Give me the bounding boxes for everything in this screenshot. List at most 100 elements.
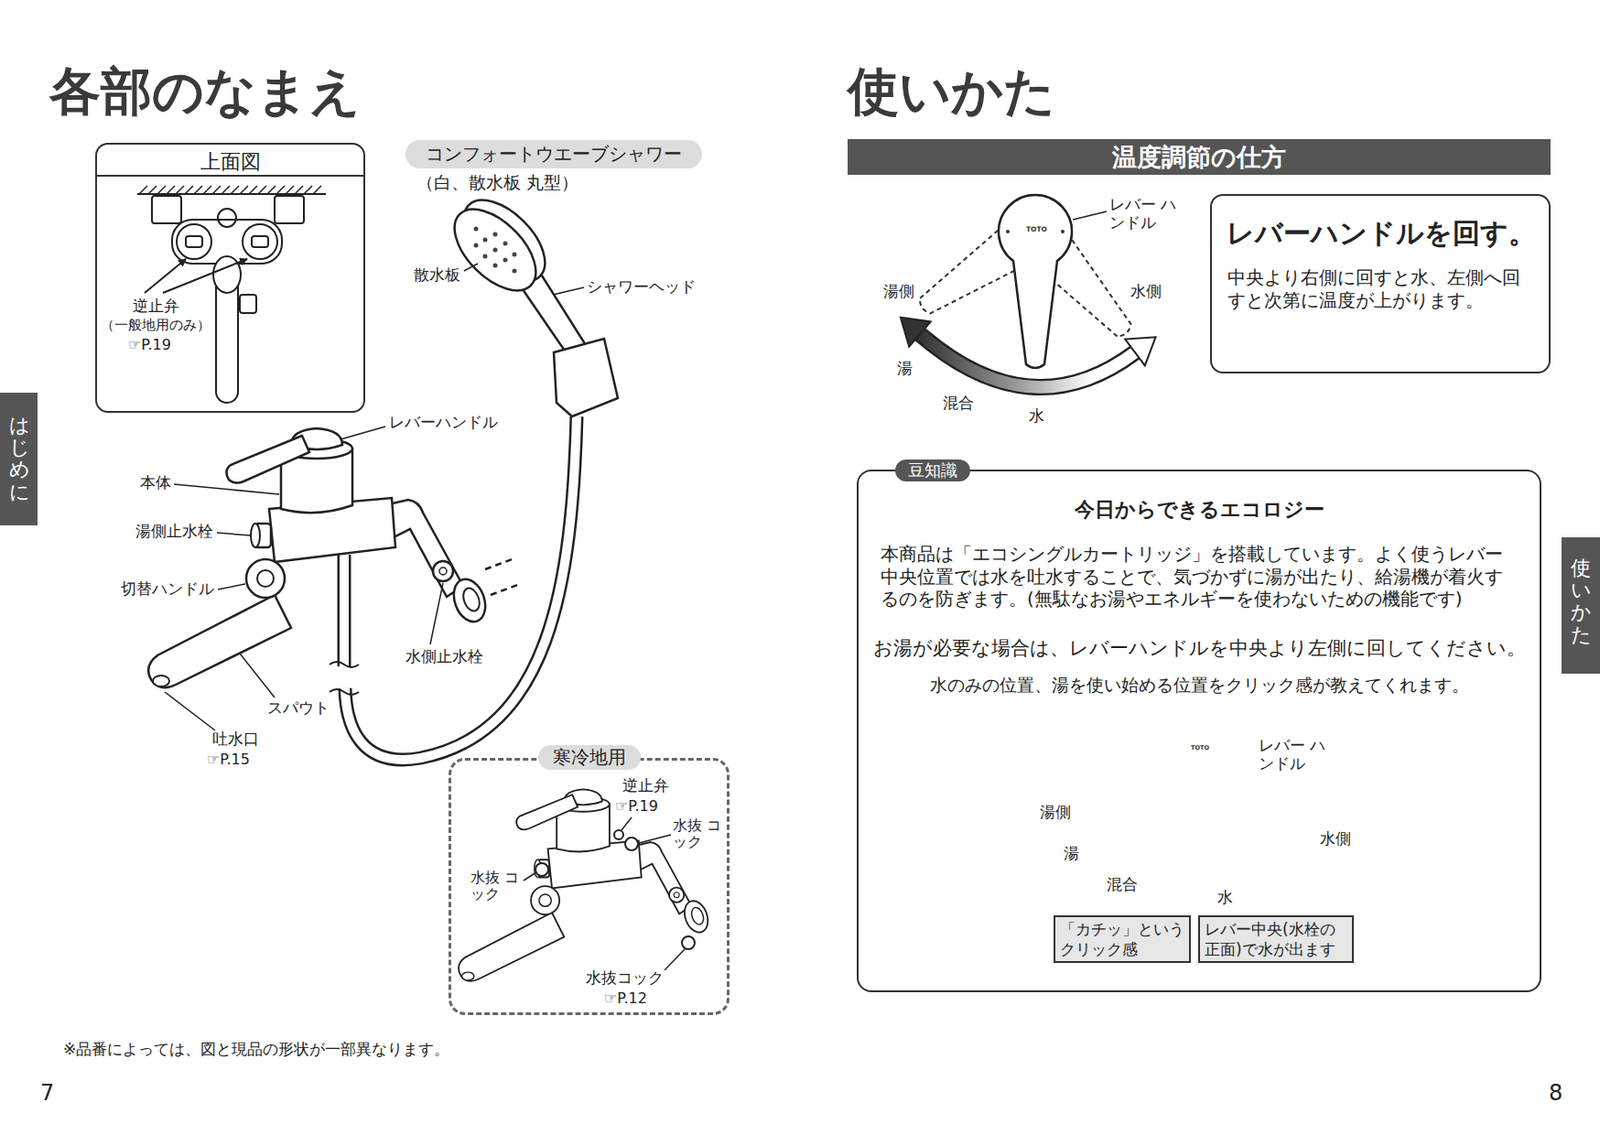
part-label: 湯側止水栓 — [135, 521, 214, 541]
tip-heading: 今日からできるエコロジー — [858, 497, 1540, 523]
shower-drawing — [440, 194, 551, 305]
lever-diagram-upper — [1072, 211, 1107, 220]
lever-diagram-upper — [1060, 229, 1065, 234]
leader-lines — [430, 583, 444, 645]
part-label: 水抜コック — [585, 968, 664, 987]
part-label: スパウト — [267, 698, 330, 717]
top-view — [239, 294, 257, 314]
page-number: 8 — [1548, 1080, 1563, 1107]
shower-drawing — [474, 227, 479, 232]
brand-logo: TOTO — [1026, 225, 1048, 234]
leader-lines — [173, 484, 280, 495]
direction-label: 水側 — [1319, 829, 1352, 848]
leader-lines — [552, 287, 584, 295]
range-label: 混合 — [942, 393, 974, 412]
shower-drawing — [503, 258, 509, 263]
tip-note: 水のみの位置、湯を使い始める位置をクリック感が教えてくれます。 — [858, 674, 1540, 697]
shower-drawing — [483, 237, 488, 243]
section-tab: 使いかた — [1561, 537, 1600, 674]
range-label: 水 — [1028, 406, 1045, 425]
page-number: 7 — [40, 1080, 55, 1107]
leader-lines — [523, 872, 537, 881]
spec-note: （白、散水板 丸型） — [416, 172, 579, 194]
page-title: 各部のなまえ — [49, 60, 361, 122]
shower-drawing — [493, 232, 498, 238]
lever-diagram-upper — [998, 194, 1072, 368]
instruction-box: レバーハンドルを回す。中央より右側に回すと水、左側へ回 すと次第に温度が上がりま… — [1210, 194, 1551, 374]
part-label: 逆止弁 — [622, 776, 670, 795]
part-label: 本体 — [140, 473, 172, 492]
tab-text: 使いかた — [1570, 557, 1591, 647]
drain-cocks — [614, 830, 624, 840]
wall-pipe — [490, 583, 520, 595]
part-label: レバー ハンドル — [1109, 194, 1179, 233]
shower-drawing — [329, 661, 359, 668]
tip-body: 本商品は「エコシングルカートリッジ」を搭載しています。よく使うレバー 中央位置で… — [880, 542, 1522, 611]
shower-drawing — [493, 263, 498, 269]
top-view — [176, 224, 212, 260]
direction-label: 湯側 — [1039, 802, 1071, 822]
leader-lines — [340, 426, 386, 440]
leader-lines — [464, 263, 478, 271]
top-view — [274, 195, 304, 224]
section-band: 温度調節の仕方 — [847, 139, 1551, 175]
top-view — [251, 236, 269, 248]
page-ref: ☞P.12 — [604, 989, 648, 1007]
tip-emphasis: お湯が必要な場合は、レバーハンドルを中央より左側に回してください。 — [858, 636, 1540, 660]
callout-box: レバー中央(水栓の 正面)で水が出ます — [1198, 915, 1354, 963]
drain-cocks — [535, 863, 549, 876]
top-view — [213, 256, 241, 293]
variant-heading: 寒冷地用 — [538, 745, 641, 770]
range-label: 水 — [1217, 887, 1233, 907]
tab-text: はじめに — [9, 414, 30, 504]
inset-box: 上面図 — [95, 142, 366, 413]
range-label: 混合 — [1106, 875, 1138, 894]
shower-drawing — [483, 254, 488, 260]
shower-drawing — [329, 689, 359, 695]
callout-box: 「カチッ」という クリック感 — [1053, 915, 1191, 963]
top-view — [151, 195, 182, 224]
leader-lines — [239, 653, 275, 698]
product-name: コンフォートウエーブシャワー — [425, 142, 682, 166]
page-ref: ☞P.19 — [615, 797, 659, 815]
brand-logo: TOTO — [1190, 745, 1210, 753]
part-label: 逆止弁 — [132, 296, 180, 315]
shower-drawing — [512, 252, 518, 258]
shower-drawing — [474, 243, 479, 249]
part-label: 吐水口 — [212, 729, 260, 748]
page-heading: 使いかた — [847, 60, 1056, 122]
part-label: 水側止水栓 — [405, 647, 484, 666]
range-label: 湯 — [897, 358, 913, 378]
lever-diagram-upper — [1005, 229, 1010, 234]
leader-lines — [164, 691, 216, 731]
instruction-heading: レバーハンドルを回す。 — [1226, 216, 1536, 251]
note-label: （一般地用のみ） — [100, 316, 211, 334]
callout-text: レバー中央(水栓の 正面)で水が出ます — [1204, 918, 1350, 960]
part-label: 切替ハンドル — [120, 579, 215, 598]
lever-diagram-upper — [900, 317, 931, 347]
page-ref: ☞P.19 — [128, 335, 172, 354]
instruction-body: 中央より右側に回すと水、左側へ回 すと次第に温度が上がります。 — [1227, 266, 1530, 313]
wall-pipe — [485, 558, 520, 595]
range-label: 湯 — [1063, 843, 1080, 863]
faucet-main — [148, 428, 491, 688]
top-view — [139, 185, 322, 195]
shower-drawing — [337, 554, 352, 667]
shower-drawing — [493, 248, 498, 253]
top-view — [162, 259, 248, 293]
part-label: レバーハンドル — [389, 412, 498, 432]
top-view — [217, 208, 237, 228]
page-ref: ☞P.15 — [206, 750, 250, 768]
part-label: 水抜 コック — [672, 817, 723, 852]
direction-label: 湯側 — [883, 281, 915, 301]
drain-cocks — [625, 837, 638, 851]
tip-box: 豆知識今日からできるエコロジー本商品は「エコシングルカートリッジ」を搭載していま… — [856, 469, 1542, 993]
band-title: 温度調節の仕方 — [847, 140, 1551, 173]
tip-badge: 豆知識 — [895, 459, 971, 482]
leader-lines — [217, 583, 246, 590]
part-label: 水抜 コック — [470, 869, 520, 904]
leader-lines — [664, 949, 685, 971]
product-pill: コンフォートウエーブシャワー — [405, 140, 703, 169]
top-view — [242, 224, 278, 260]
part-label: レバー ハンドル — [1258, 735, 1328, 774]
